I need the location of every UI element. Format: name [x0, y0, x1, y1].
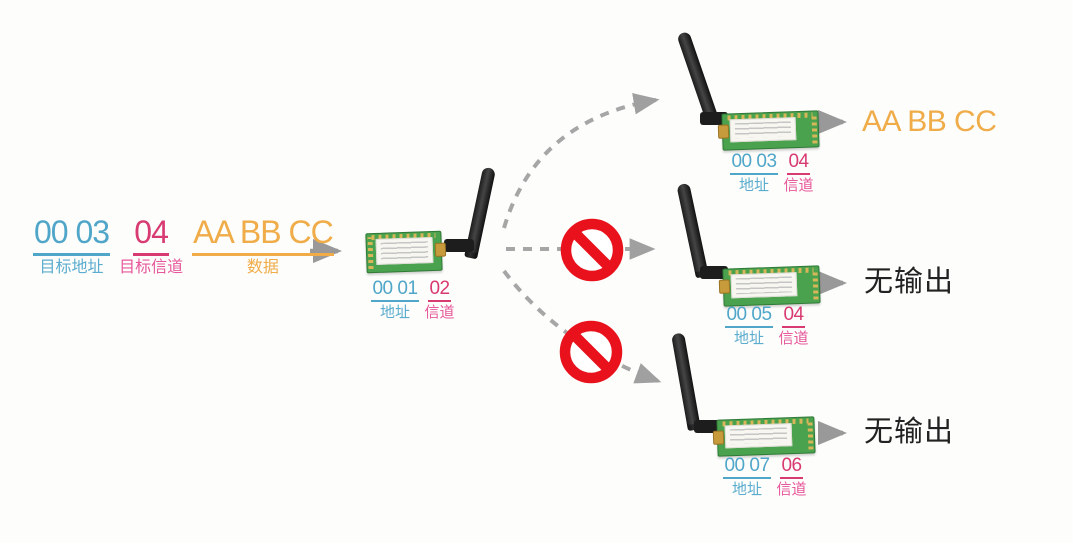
- rx2-channel-label: 信道: [778, 329, 809, 347]
- tx-address-value: 00 01: [371, 279, 419, 302]
- packet-target-channel: 04 目标信道: [119, 215, 184, 276]
- prohibition-icon-middle: [560, 218, 624, 282]
- receiver-module-1: [670, 22, 830, 152]
- rx1-address-value: 00 03: [730, 152, 778, 175]
- rx3-address-value: 00 07: [723, 456, 771, 479]
- antenna-elbow: [694, 420, 722, 433]
- transmitter-address-block: 00 01 地址 02 信道: [353, 279, 473, 321]
- tx-channel-label: 信道: [424, 303, 455, 321]
- antenna-connector: [718, 279, 731, 294]
- pcb-board: [712, 416, 816, 457]
- receiver2-output: 无输出: [864, 266, 955, 298]
- antenna-elbow: [700, 112, 728, 125]
- dashed-link-top: [502, 93, 660, 229]
- rx3-address-label: 地址: [731, 480, 762, 498]
- module-sticker: [729, 117, 797, 143]
- receiver-module-2: [670, 178, 830, 308]
- pcb-board: [717, 110, 820, 151]
- antenna-connector: [717, 124, 730, 139]
- input-packet: 00 03 目标地址 04 目标信道 AA BB CC 数据: [33, 215, 334, 276]
- antenna-connector: [434, 242, 447, 257]
- pin-header: [812, 269, 819, 300]
- antenna-elbow: [700, 266, 728, 279]
- prohibition-icon-bottom: [559, 320, 623, 384]
- tx-channel-value: 02: [428, 279, 451, 302]
- receiver1-output: AA BB CC: [862, 105, 997, 138]
- pcb-board: [365, 230, 447, 274]
- receiver3-output: 无输出: [864, 416, 955, 448]
- data-value: AA BB CC: [192, 215, 334, 256]
- module-sticker: [730, 272, 798, 299]
- antenna-connector: [712, 430, 725, 445]
- pin-header: [811, 114, 818, 144]
- pcb-board: [718, 265, 821, 307]
- packet-target-address: 00 03 目标地址: [33, 215, 110, 276]
- antenna-icon: [676, 30, 719, 123]
- rx2-address-label: 地址: [733, 329, 764, 347]
- pin-header: [367, 237, 374, 270]
- target-address-label: 目标地址: [39, 258, 104, 276]
- rx1-channel-label: 信道: [783, 176, 814, 194]
- rx1-address-label: 地址: [738, 176, 769, 194]
- target-channel-label: 目标信道: [119, 258, 184, 276]
- antenna-icon: [671, 332, 701, 432]
- target-address-value: 00 03: [33, 215, 110, 256]
- tx-address-label: 地址: [379, 303, 410, 321]
- receiver3-address-block: 00 07 地址 06 信道: [705, 456, 825, 498]
- module-sticker: [375, 236, 434, 265]
- module-sticker: [724, 423, 793, 449]
- pin-header: [807, 420, 814, 450]
- transmitter-module: [365, 166, 526, 296]
- rx2-address-value: 00 05: [725, 305, 773, 328]
- packet-data: AA BB CC 数据: [192, 215, 334, 276]
- data-label: 数据: [246, 258, 279, 276]
- target-channel-value: 04: [133, 215, 169, 256]
- receiver-module-3: [664, 328, 824, 458]
- rx3-channel-value: 06: [780, 456, 803, 479]
- antenna-icon: [676, 182, 709, 279]
- antenna-elbow: [444, 239, 474, 252]
- rx3-channel-label: 信道: [776, 480, 807, 498]
- rx1-channel-value: 04: [787, 152, 810, 175]
- rx2-channel-value: 04: [782, 305, 805, 328]
- receiver1-address-block: 00 03 地址 04 信道: [712, 152, 832, 194]
- receiver2-address-block: 00 05 地址 04 信道: [707, 305, 827, 347]
